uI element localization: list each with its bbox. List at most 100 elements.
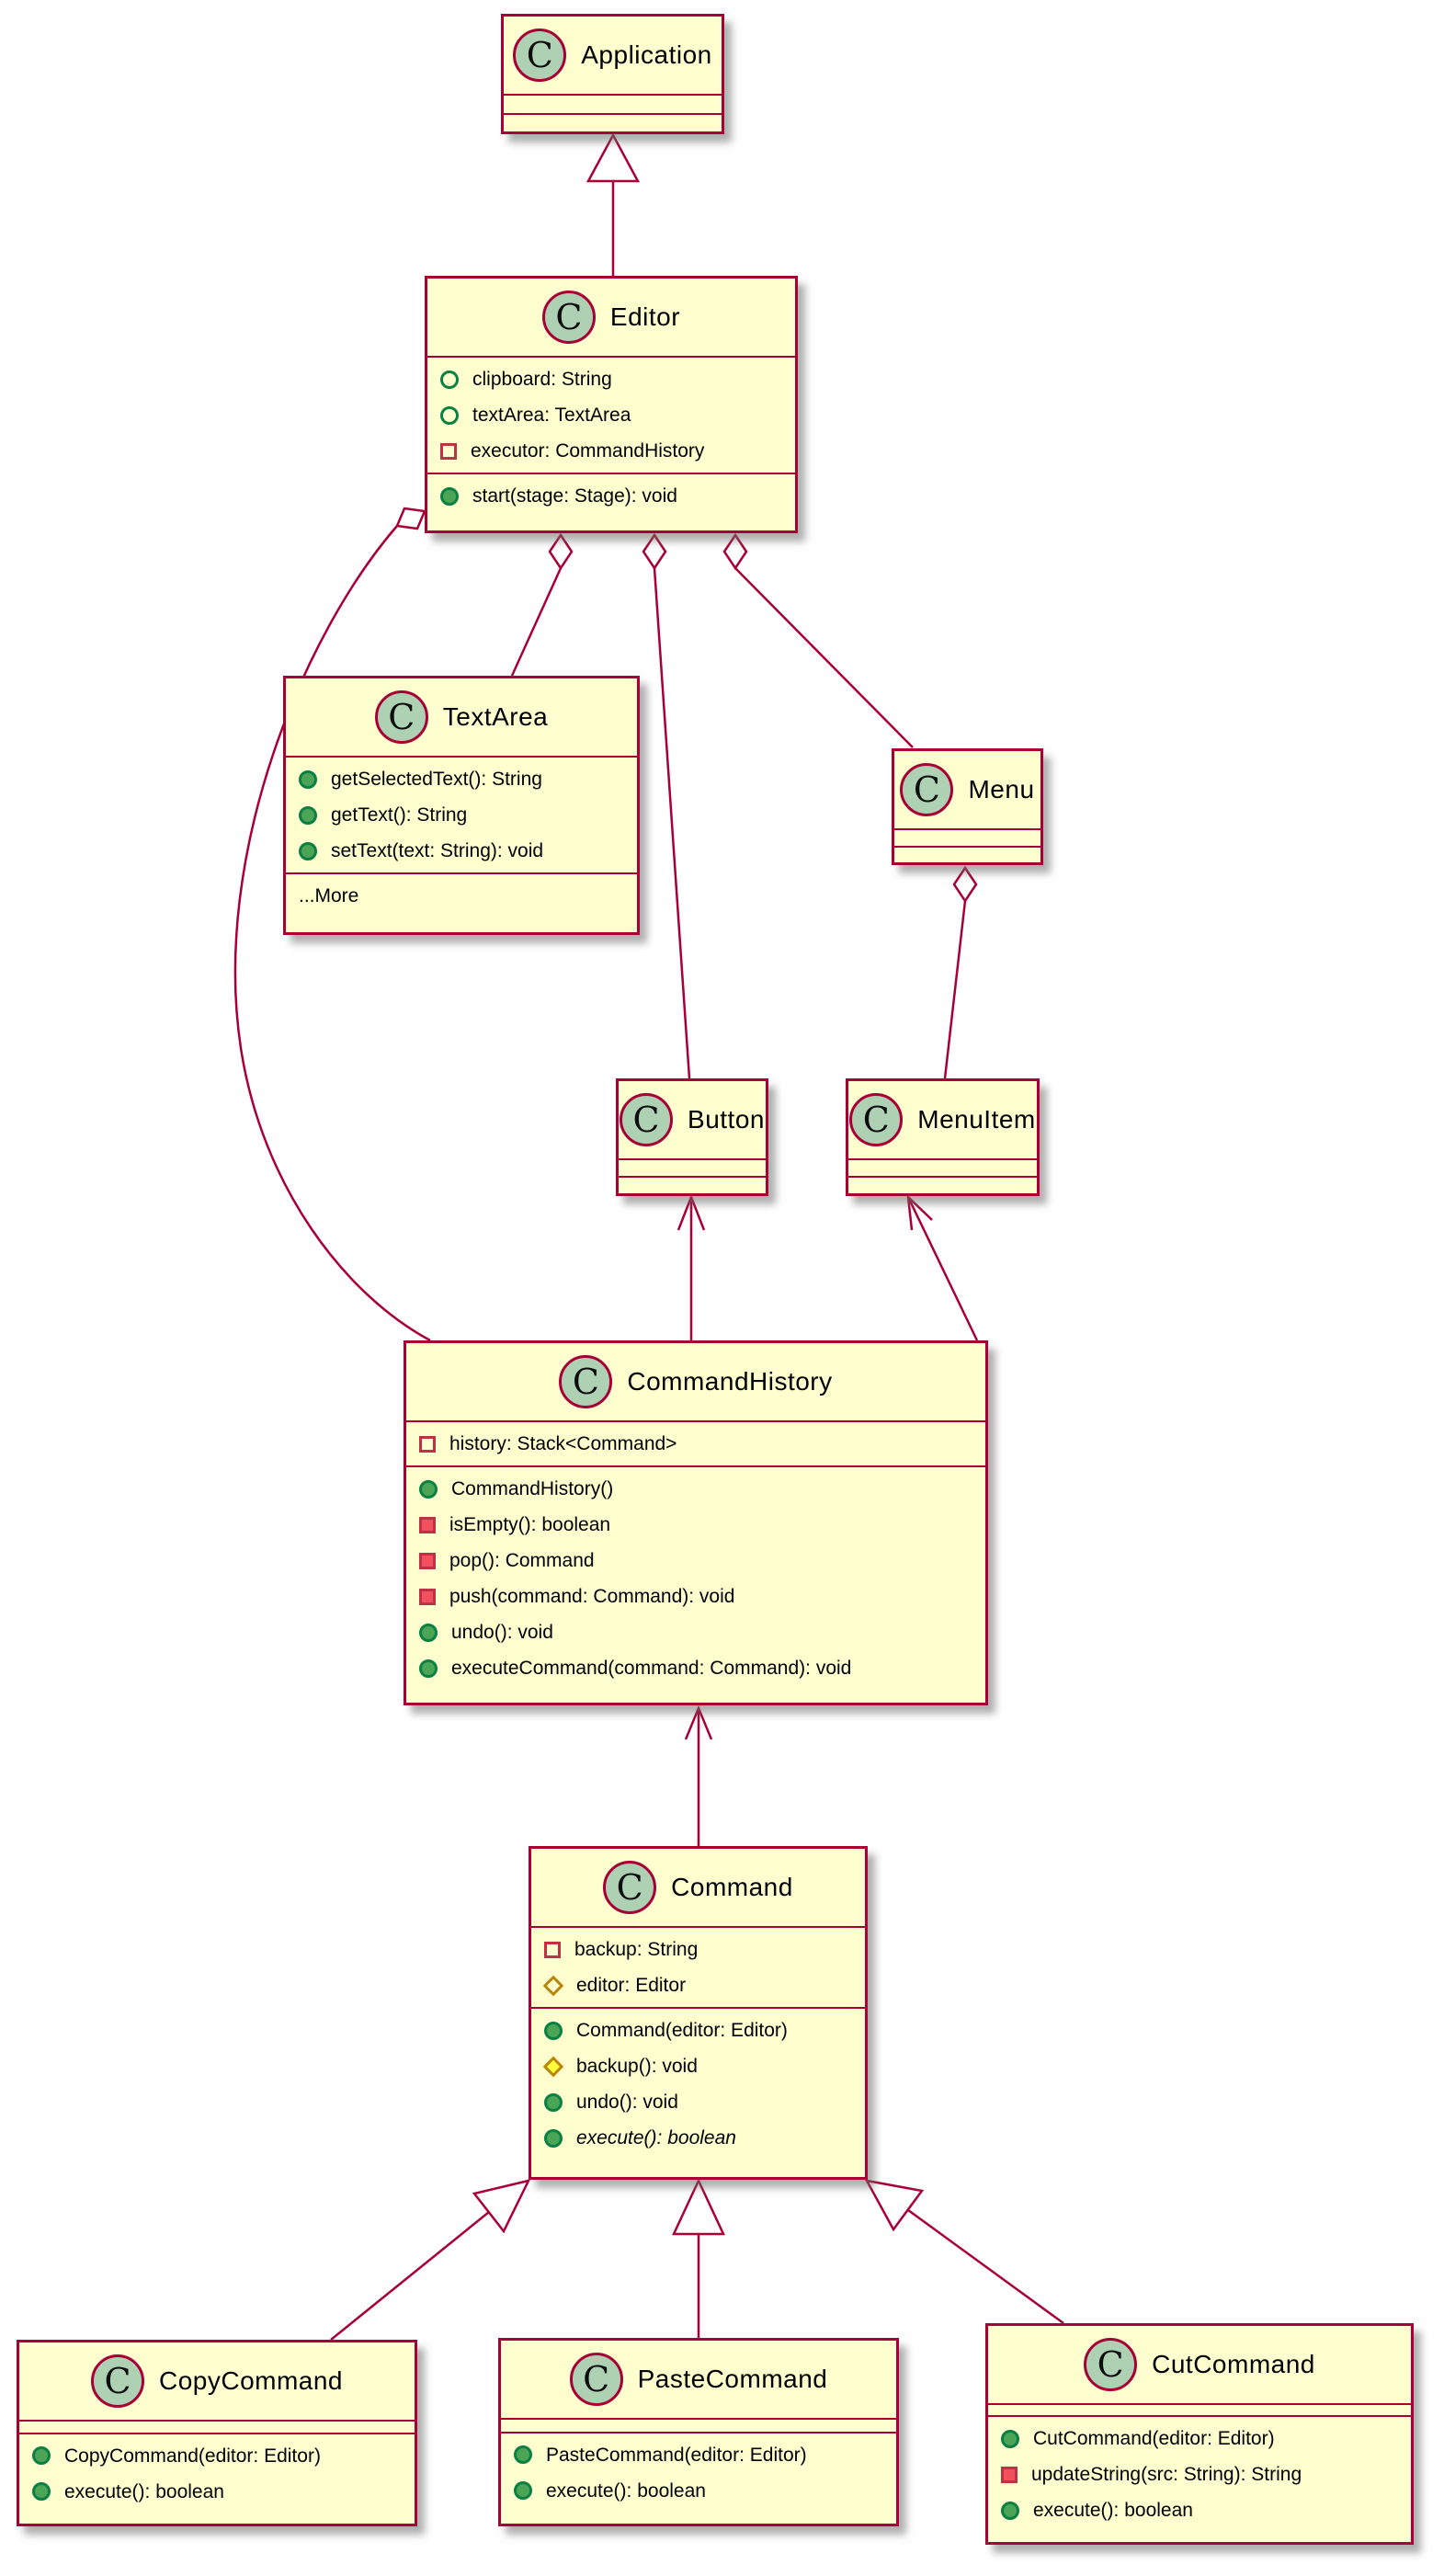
class-box-copycommand: C CopyCommand CopyCommand(editor: Editor… [17,2340,417,2526]
edge-editor-aggregates-commandhistory [233,507,431,1342]
member-text: Command(editor: Editor) [576,2020,788,2041]
member-row: execute(): boolean [988,2492,1411,2528]
class-title: C Command [531,1849,865,1926]
methods-compartment: CutCommand(editor: Editor)updateString(s… [988,2415,1411,2542]
member-text: isEmpty(): boolean [449,1514,611,1535]
methods-compartment: PasteCommand(editor: Editor) execute(): b… [501,2431,896,2525]
public-method-icon [544,2092,563,2112]
public-method-icon [440,486,459,506]
class-circle-icon: C [90,2354,144,2408]
public-method-icon [514,2481,532,2500]
member-text: execute(): boolean [576,2127,736,2149]
member-row: textArea: TextArea [427,397,795,433]
class-title: C Application [504,17,722,94]
member-row: setText(text: String): void [286,833,637,869]
member-row: ...More [286,878,637,914]
edge-editor-extends-application [586,132,641,276]
class-name: CopyCommand [158,2366,344,2395]
member-text: execute(): boolean [64,2480,224,2502]
methods-compartment [504,112,722,132]
methods-compartment [619,1176,766,1193]
member-row: CommandHistory() [406,1471,985,1507]
class-circle-icon: C [900,763,954,816]
member-row: backup(): void [531,2048,865,2084]
member-text: textArea: TextArea [472,405,631,426]
class-box-button: C Button [616,1078,768,1196]
methods-compartment [894,845,1040,863]
member-row: push(command: Command): void [406,1579,985,1614]
member-text: backup: String [574,1939,699,1960]
class-title: C CutCommand [988,2326,1411,2403]
class-letter: C [1097,2344,1124,2385]
class-circle-icon: C [849,1093,904,1146]
class-box-editor: C Editor clipboard: String textArea: Text… [425,276,798,533]
public-method-icon [419,1623,438,1642]
member-row: executeCommand(command: Command): void [406,1650,985,1686]
class-box-menuitem: C MenuItem [846,1078,1040,1196]
public-method-icon [1001,2429,1019,2448]
class-letter: C [616,1867,643,1908]
class-title: C TextArea [286,678,637,756]
public-method-icon [419,1479,438,1499]
public-field-icon [440,405,459,425]
class-circle-icon: C [603,1861,657,1914]
edge-editor-aggregates-button [642,532,691,1079]
edge-pastecommand-extends-command [672,2178,725,2338]
member-row: execute(): boolean [501,2473,896,2509]
class-box-menu: C Menu [892,748,1043,865]
class-name: Menu [968,775,1035,804]
public-method-icon [544,2128,563,2148]
protected-method-icon [542,2056,564,2077]
member-text: clipboard: String [472,369,612,390]
private-method-icon [1001,2466,1018,2483]
edge-commandhistory-to-menuitem [906,1193,979,1341]
member-row: undo(): void [531,2084,865,2120]
member-row: execute(): boolean [531,2120,865,2156]
class-letter: C [632,1100,660,1140]
member-text: CommandHistory() [451,1478,614,1499]
class-title: C MenuItem [848,1081,1037,1158]
member-text: execute(): boolean [1033,2500,1193,2521]
edge-menu-aggregates-menuitem [943,865,978,1079]
class-circle-icon: C [1084,2338,1138,2391]
class-name: MenuItem [917,1105,1036,1134]
class-title: C Editor [427,279,795,356]
public-method-icon [32,2482,51,2501]
class-name: TextArea [442,702,549,731]
class-title: C Button [619,1081,766,1158]
class-title: C Menu [894,751,1040,828]
public-method-icon [514,2445,532,2464]
member-text: start(stage: Stage): void [472,485,677,507]
class-name: Button [688,1105,765,1134]
class-circle-icon: C [569,2353,623,2406]
private-method-icon [419,1516,436,1533]
member-text: backup(): void [576,2056,698,2077]
public-method-icon [32,2446,51,2465]
class-name: CommandHistory [627,1367,833,1396]
methods-compartment: start(stage: Stage): void [427,473,795,530]
class-name: Command [671,1873,793,1901]
member-row: editor: Editor [531,1967,865,2003]
private-field-icon [419,1435,436,1453]
class-circle-icon: C [620,1093,674,1146]
attributes-compartment [501,2418,896,2432]
member-text: PasteCommand(editor: Editor) [546,2444,807,2466]
attributes-compartment [19,2420,415,2433]
class-title: C PasteCommand [501,2341,896,2418]
member-row: CopyCommand(editor: Editor) [19,2438,415,2474]
private-method-icon [419,1588,436,1605]
member-row: CutCommand(editor: Editor) [988,2421,1411,2456]
private-field-icon [440,442,457,460]
member-row: history: Stack<Command> [406,1426,985,1462]
member-row: execute(): boolean [19,2474,415,2510]
member-text: undo(): void [576,2092,678,2113]
member-text: CutCommand(editor: Editor) [1033,2428,1275,2449]
class-box-pastecommand: C PasteCommand PasteCommand(editor: Edit… [498,2338,899,2526]
member-row: clipboard: String [427,361,795,397]
member-text: executeCommand(command: Command): void [451,1658,852,1679]
class-letter: C [913,769,940,810]
member-row: isEmpty(): boolean [406,1507,985,1543]
